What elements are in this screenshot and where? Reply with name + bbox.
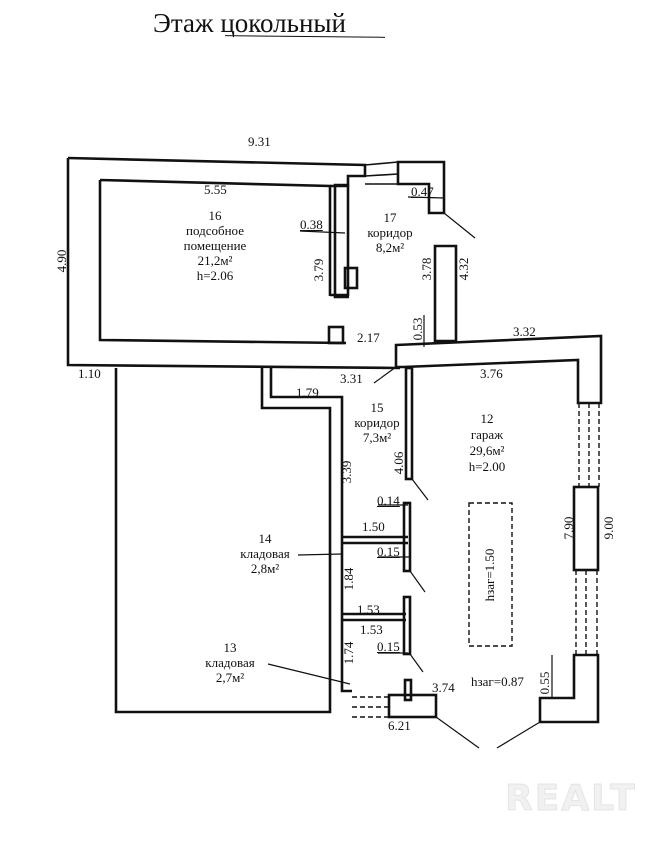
dim-1-10: 1.10 — [78, 366, 101, 381]
wall-partition-16-17 — [330, 184, 350, 297]
pit-outline — [468, 502, 513, 647]
wall-partition-406 — [404, 366, 414, 481]
dim-0-15-b: 0.15 — [377, 639, 400, 654]
realt-watermark: REALT — [505, 778, 637, 820]
room-16-height: h=2.06 — [196, 268, 234, 283]
dim-1-79: 1.79 — [296, 385, 319, 400]
dim-0-53: 0.53 — [410, 317, 425, 341]
dim-3-78: 3.78 — [419, 257, 434, 281]
window-top — [364, 161, 399, 185]
room-14-label: 14 кладовая 2,8м² — [230, 531, 300, 576]
dim-4-06: 4.06 — [391, 451, 406, 475]
gate-swing-left — [435, 716, 480, 749]
wall-outer-left — [66, 158, 401, 370]
door-swing-15 — [373, 366, 397, 384]
room-17-name: коридор — [367, 225, 413, 240]
dim-2-17: 2.17 — [357, 330, 380, 345]
dim-1-53-a: 1.53 — [357, 602, 380, 617]
room-12-number: 12 — [480, 411, 494, 426]
door-swing-garage — [411, 478, 429, 501]
wall-storage14-top — [342, 535, 408, 545]
door-swing-14 — [409, 570, 426, 593]
dim-0-55: 0.55 — [537, 671, 552, 695]
room-12-label: 12 гараж 29,6м² h=2.00 — [452, 411, 522, 475]
gate-swing-right — [496, 721, 541, 749]
wall-room17-right — [433, 244, 458, 343]
dim-1-84: 1.84 — [341, 567, 356, 591]
room-12-area: 29,6м² — [469, 443, 505, 458]
room-13-label: 13 кладовая 2,7м² — [195, 640, 265, 685]
dim-3-32: 3.32 — [513, 324, 536, 339]
room-16-name-2: помещение — [183, 238, 247, 253]
wall-corridor15-inner — [269, 368, 352, 693]
dim-9-31: 9.31 — [248, 134, 271, 149]
door-swing-17 — [443, 212, 476, 239]
wall-stub-bottom — [403, 678, 413, 702]
room-17-area: 8,2м² — [375, 240, 405, 255]
room-16-area: 21,2м² — [197, 253, 233, 268]
dim-1-53-b: 1.53 — [360, 622, 383, 637]
leader-047 — [407, 196, 445, 199]
room-12-name: гараж — [470, 427, 504, 442]
window-lines-top — [578, 403, 600, 487]
room-13-name: кладовая — [205, 655, 255, 670]
room-15-label: 15 коридор 7,3м² — [342, 400, 412, 445]
pit-label: hзаг=1.50 — [482, 548, 497, 602]
dim-9-00: 9.00 — [601, 516, 616, 540]
dim-1-50: 1.50 — [362, 519, 385, 534]
room-17-label: 17 коридор 8,2м² — [355, 210, 425, 255]
dim-7-90: 7.90 — [561, 516, 576, 540]
leader-13 — [267, 663, 351, 685]
dim-4-32: 4.32 — [456, 257, 471, 281]
room-16-name: подсобное — [186, 223, 244, 238]
dim-3-74: 3.74 — [432, 680, 455, 695]
floor-title: Этаж цокольный — [153, 8, 347, 38]
room-14-area: 2,8м² — [250, 561, 280, 576]
room-15-name: коридор — [354, 415, 400, 430]
dim-3-79: 3.79 — [311, 258, 326, 282]
wall-storage14-door — [402, 501, 412, 573]
dim-3-39: 3.39 — [339, 460, 354, 484]
room-15-area: 7,3м² — [362, 430, 392, 445]
dim-5-55: 5.55 — [204, 182, 227, 197]
leader-14 — [297, 553, 343, 556]
window-lines-bottom — [575, 570, 598, 655]
wall-stub — [327, 325, 345, 345]
wall-storage13-top — [342, 612, 406, 622]
dim-0-15-a: 0.15 — [377, 544, 400, 559]
wall-room16-outer — [67, 156, 367, 299]
wall-garage-top — [394, 334, 603, 405]
garage-floor-label: hзаг=0.87 — [471, 674, 524, 689]
room-15-number: 15 — [370, 400, 384, 415]
dim-0-14: 0.14 — [377, 493, 400, 508]
dim-0-47: 0.47 — [411, 184, 434, 199]
dim-4-90: 4.90 — [54, 249, 69, 273]
niche-box — [343, 266, 359, 290]
dim-3-31: 3.31 — [340, 371, 363, 386]
door-lines-bottom — [352, 696, 389, 718]
room-13-area: 2,7м² — [215, 670, 245, 685]
door-swing-13 — [409, 653, 424, 673]
room-13-number: 13 — [223, 640, 237, 655]
room-16-label: 16 подсобное помещение 21,2м² h=2.06 — [165, 208, 265, 283]
leader-038 — [299, 230, 346, 234]
room-12-height: h=2.00 — [468, 459, 506, 474]
dim-3-76: 3.76 — [480, 366, 503, 381]
room-14-name: кладовая — [240, 546, 290, 561]
room-17-number: 17 — [383, 210, 397, 225]
dim-0-38: 0.38 — [300, 217, 323, 232]
wall-entrance-block — [387, 693, 438, 719]
room-16-number: 16 — [208, 208, 222, 223]
wall-garage-right-mid — [572, 485, 600, 572]
wall-storage13-door — [402, 595, 412, 656]
dim-1-74: 1.74 — [341, 641, 356, 665]
room-14-number: 14 — [258, 531, 272, 546]
dim-6-21: 6.21 — [388, 718, 411, 733]
